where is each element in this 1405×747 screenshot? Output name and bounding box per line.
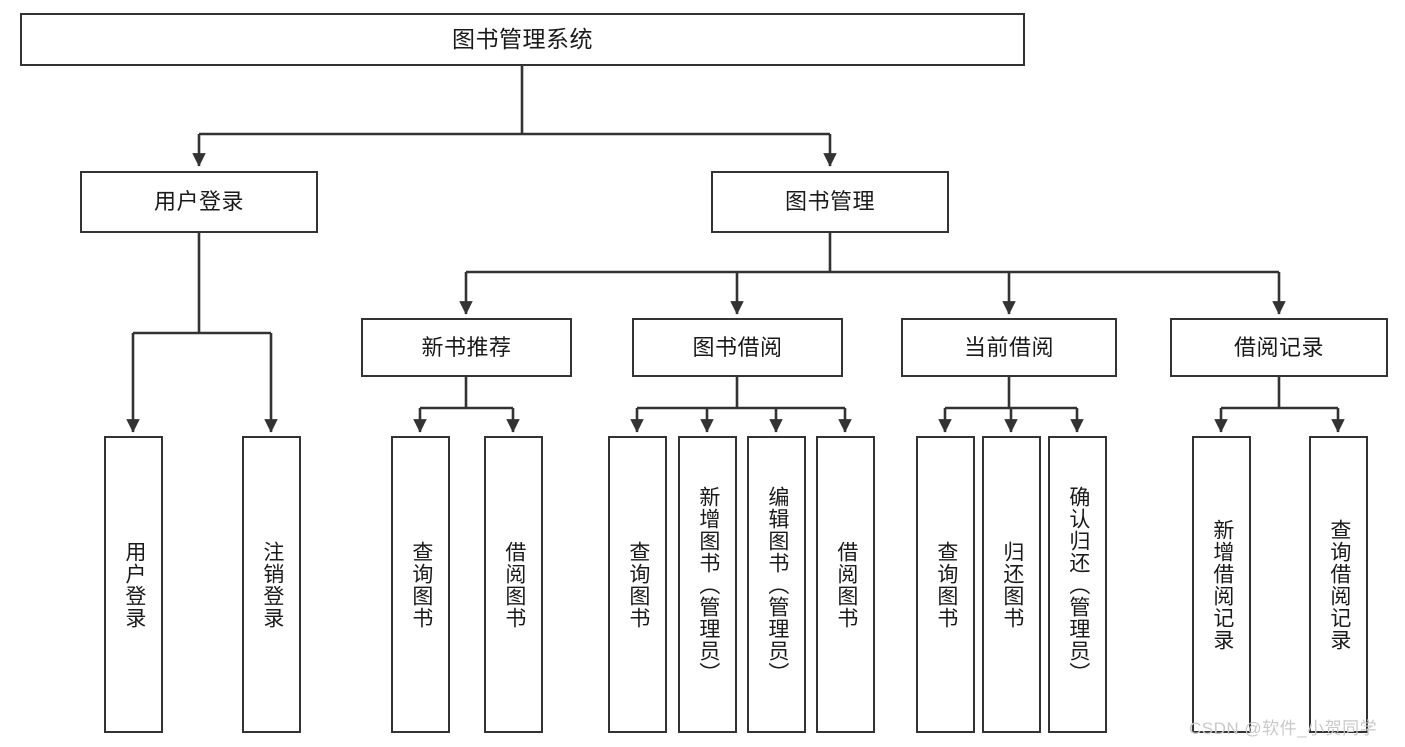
leaf-borrow-record-add-record[interactable]: 新增借阅记录 <box>1192 436 1251 733</box>
node-label: 借阅图书 <box>502 540 526 629</box>
leaf-book-borrow-borrow-book[interactable]: 借阅图书 <box>816 436 875 733</box>
node-label: 图书借阅 <box>692 334 783 360</box>
leaf-new-book-borrow-book[interactable]: 借阅图书 <box>484 436 543 733</box>
leaf-user-login-login[interactable]: 用户登录 <box>104 436 163 733</box>
node-label: 查询借阅记录 <box>1327 518 1351 651</box>
leaf-book-borrow-add-book-admin[interactable]: 新增图书（管理员） <box>678 436 737 733</box>
node-label: 借阅记录 <box>1233 334 1324 360</box>
node-borrow-record[interactable]: 借阅记录 <box>1170 318 1388 377</box>
node-label: 新增借阅记录 <box>1210 518 1234 651</box>
leaf-current-borrow-confirm-return-admin[interactable]: 确认归还（管理员） <box>1048 436 1107 733</box>
node-label: 图书管理 <box>784 189 875 215</box>
node-label: 归还图书 <box>1000 540 1024 629</box>
node-label: 用户登录 <box>122 540 146 629</box>
leaf-borrow-record-query-record[interactable]: 查询借阅记录 <box>1309 436 1368 733</box>
node-label: 注销登录 <box>260 540 284 629</box>
csdn-watermark: CSDN @软件_小贺同学 <box>1189 719 1378 738</box>
leaf-book-borrow-edit-book-admin[interactable]: 编辑图书（管理员） <box>747 436 806 733</box>
node-current-borrow[interactable]: 当前借阅 <box>901 318 1117 377</box>
leaf-book-borrow-query-book[interactable]: 查询图书 <box>608 436 667 733</box>
node-label: 用户登录 <box>153 189 244 215</box>
node-label: 查询图书 <box>409 540 433 629</box>
leaf-current-borrow-return-book[interactable]: 归还图书 <box>982 436 1041 733</box>
leaf-current-borrow-query-book[interactable]: 查询图书 <box>916 436 975 733</box>
leaf-new-book-query-book[interactable]: 查询图书 <box>391 436 450 733</box>
node-user-login[interactable]: 用户登录 <box>80 171 318 233</box>
node-label: 编辑图书（管理员） <box>765 485 789 684</box>
node-label: 新增图书（管理员） <box>696 485 720 684</box>
node-new-book-recommend[interactable]: 新书推荐 <box>361 318 572 377</box>
node-book-management[interactable]: 图书管理 <box>711 171 949 233</box>
node-label: 查询图书 <box>934 540 958 629</box>
leaf-user-login-logout[interactable]: 注销登录 <box>242 436 301 733</box>
node-root-book-management-system[interactable]: 图书管理系统 <box>20 13 1025 66</box>
node-label: 新书推荐 <box>421 334 512 360</box>
node-label: 查询图书 <box>626 540 650 629</box>
node-book-borrow[interactable]: 图书借阅 <box>632 318 843 377</box>
node-label: 确认归还（管理员） <box>1066 485 1090 684</box>
node-label: 图书管理系统 <box>452 26 593 53</box>
node-label: 当前借阅 <box>963 334 1054 360</box>
node-label: 借阅图书 <box>834 540 858 629</box>
